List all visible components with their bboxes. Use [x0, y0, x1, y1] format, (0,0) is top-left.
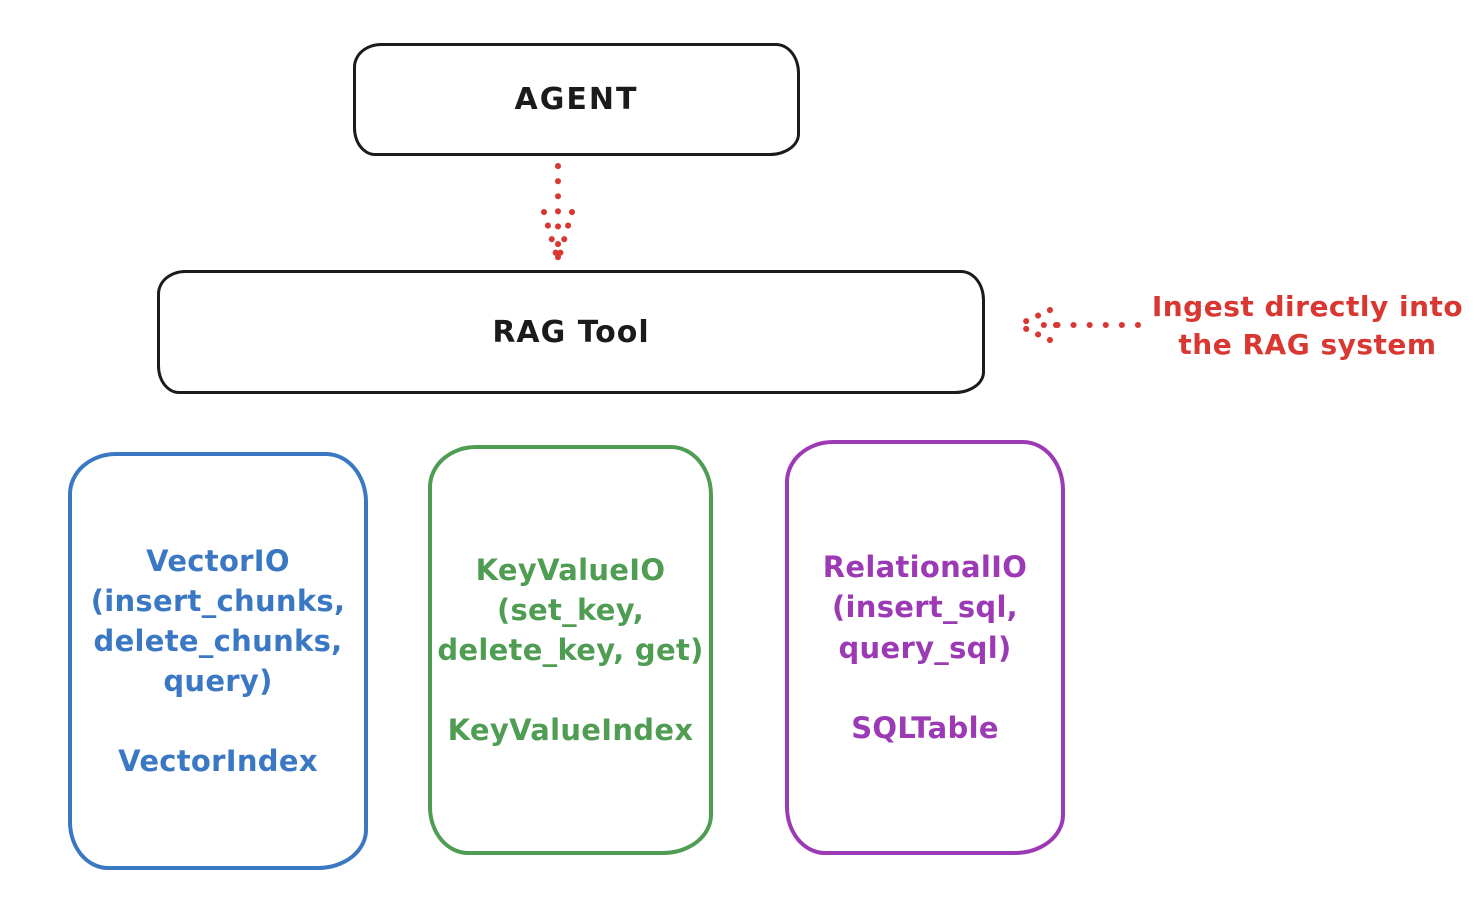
relational-io-title: RelationalIO	[822, 550, 1028, 585]
key-value-io-box: KeyValueIO (set_key, delete_key, get) Ke…	[428, 445, 713, 855]
ingest-annotation: Ingest directly into the RAG system	[1140, 288, 1475, 364]
rag-tool-box: RAG Tool	[157, 270, 985, 394]
ingest-annotation-line1: Ingest directly into	[1151, 290, 1464, 323]
key-value-io-methods-line2: delete_key, get)	[437, 633, 704, 667]
agent-box: AGENT	[353, 43, 800, 156]
relational-io-lines: RelationalIO (insert_sql, query_sql)	[823, 547, 1027, 667]
sql-table-label: SQLTable	[851, 710, 999, 745]
vector-io-methods-line2: delete_chunks,	[93, 623, 343, 658]
ingest-annotation-line2: the RAG system	[1178, 327, 1437, 361]
vector-io-box: VectorIO (insert_chunks, delete_chunks, …	[68, 452, 368, 870]
relational-io-methods-line1: (insert_sql,	[831, 590, 1018, 625]
vector-io-methods-line1: (insert_chunks,	[90, 583, 346, 618]
agent-box-label: AGENT	[514, 82, 639, 117]
rag-tool-box-label: RAG Tool	[492, 314, 650, 350]
key-value-io-lines: KeyValueIO (set_key, delete_key, get)	[437, 550, 703, 670]
key-value-io-methods-line1: (set_key,	[496, 592, 645, 627]
vector-index-label: VectorIndex	[118, 744, 318, 779]
vector-io-title: VectorIO	[146, 543, 290, 578]
vector-io-methods-line3: query)	[163, 664, 273, 698]
arrow-annotation-to-ragtool-icon	[1017, 307, 1141, 343]
key-value-index-label: KeyValueIndex	[447, 713, 694, 748]
key-value-io-title: KeyValueIO	[475, 552, 666, 587]
arrow-agent-to-ragtool-icon	[541, 163, 575, 261]
relational-io-box: RelationalIO (insert_sql, query_sql) SQL…	[785, 440, 1065, 855]
vector-io-lines: VectorIO (insert_chunks, delete_chunks, …	[91, 541, 346, 701]
relational-io-methods-line2: query_sql)	[838, 630, 1012, 665]
